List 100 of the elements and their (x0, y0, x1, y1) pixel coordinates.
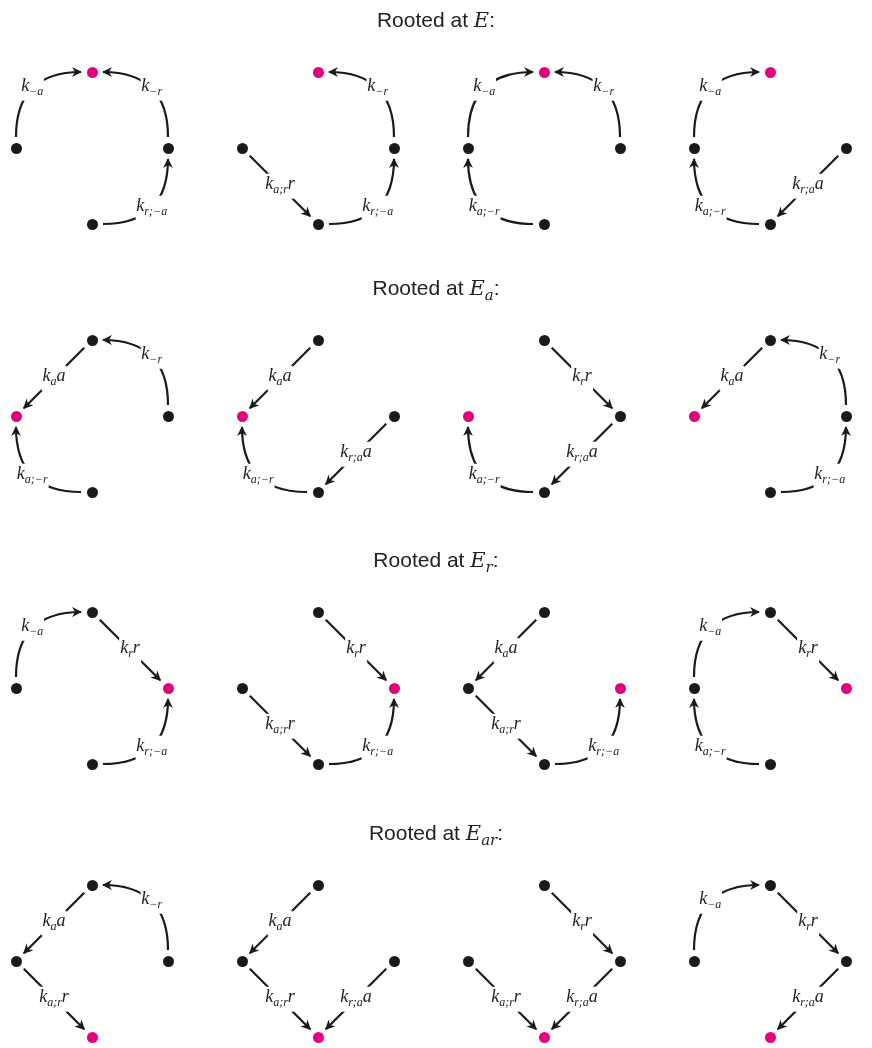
edge-label: k$_{r;a}$a (565, 441, 599, 467)
state-dot (462, 955, 474, 967)
edge-label: k$_{r;a}$a (791, 173, 825, 199)
state-dot (764, 758, 776, 770)
state-dot (840, 142, 852, 154)
edge-label: k$_{r}$r (571, 910, 593, 936)
edge-label: k$_{−a}$ (698, 615, 723, 641)
state-dot (86, 486, 98, 498)
state-dot (162, 955, 174, 967)
root-dot (388, 682, 400, 694)
section-heading: Rooted at E$_{ar}$: (368, 821, 504, 850)
root-dot (462, 410, 474, 422)
edge-label: k$_{r;a}$a (339, 986, 373, 1012)
state-dot (538, 486, 550, 498)
edge-label: k$_{a;−r}$ (693, 735, 727, 761)
edge-label: k$_{−r}$ (366, 75, 390, 101)
root-dot (312, 66, 324, 78)
edge-label: k$_{r;−a}$ (361, 735, 395, 761)
edge-label: k$_{−r}$ (140, 75, 164, 101)
edge-label: k$_{r}$r (797, 910, 819, 936)
section-heading: Rooted at E: (376, 8, 496, 32)
edge-label: k$_{−a}$ (472, 75, 497, 101)
edge-label: k$_{r;a}$a (339, 441, 373, 467)
state-dot (538, 758, 550, 770)
state-dot (86, 334, 98, 346)
edge-label: k$_{r;−a}$ (813, 463, 847, 489)
state-dot (388, 955, 400, 967)
root-dot (840, 682, 852, 694)
state-dot (688, 142, 700, 154)
state-dot (538, 218, 550, 230)
root-dot (236, 410, 248, 422)
state-dot (312, 758, 324, 770)
section-heading: Rooted at E$_{a}$: (372, 276, 500, 305)
state-dot (538, 334, 550, 346)
state-dot (614, 410, 626, 422)
edge-label: k$_{a;−r}$ (15, 463, 49, 489)
edge-label: k$_{r;−a}$ (135, 195, 169, 221)
state-dot (236, 682, 248, 694)
edge-label: k$_{r;−a}$ (587, 735, 621, 761)
state-dot (764, 218, 776, 230)
state-dot (764, 486, 776, 498)
state-dot (236, 955, 248, 967)
edge-label: k$_{a;r}$r (490, 713, 522, 739)
state-dot (86, 879, 98, 891)
state-dot (312, 606, 324, 618)
edge-label: k$_{r}$r (571, 365, 593, 391)
edge-label: k$_{a;r}$r (264, 986, 296, 1012)
section-heading: Rooted at E$_{r}$: (373, 548, 499, 577)
edge-label: k$_{r;a}$a (565, 986, 599, 1012)
edge-label: k$_{−a}$ (698, 888, 723, 914)
state-dot (764, 606, 776, 618)
state-dot (86, 218, 98, 230)
state-dot (312, 334, 324, 346)
root-dot (86, 66, 98, 78)
state-dot (162, 142, 174, 154)
root-dot (538, 1031, 550, 1043)
edge-label: k$_{r}$r (119, 637, 141, 663)
edge-label: k$_{a;r}$r (264, 713, 296, 739)
state-dot (764, 879, 776, 891)
state-dot (236, 142, 248, 154)
edge-label: k$_{a;r}$r (38, 986, 70, 1012)
root-dot (764, 66, 776, 78)
edge-label: k$_{a;r}$r (490, 986, 522, 1012)
state-dot (388, 410, 400, 422)
state-dot (614, 142, 626, 154)
root-dot (312, 1031, 324, 1043)
state-dot (688, 682, 700, 694)
edge-label: k$_{r;−a}$ (135, 735, 169, 761)
edge-label: k$_{−a}$ (20, 75, 45, 101)
state-dot (10, 142, 22, 154)
edge-label: k$_{a;−r}$ (693, 195, 727, 221)
state-dot (462, 142, 474, 154)
edge-label: k$_{a;−r}$ (467, 195, 501, 221)
edge-label: k$_{a;r}$r (264, 173, 296, 199)
edge-label: k$_{r}$r (345, 637, 367, 663)
root-dot (86, 1031, 98, 1043)
state-dot (86, 606, 98, 618)
root-dot (10, 410, 22, 422)
edge-label: k$_{a}$a (267, 365, 293, 391)
state-dot (538, 606, 550, 618)
state-dot (312, 218, 324, 230)
edge-label: k$_{a}$a (41, 365, 67, 391)
state-dot (688, 955, 700, 967)
edge-label: k$_{−r}$ (140, 343, 164, 369)
edge-label: k$_{−r}$ (140, 888, 164, 914)
state-dot (86, 758, 98, 770)
state-dot (162, 410, 174, 422)
edge-label: k$_{r}$r (797, 637, 819, 663)
state-dot (312, 486, 324, 498)
edge-label: k$_{r;−a}$ (361, 195, 395, 221)
state-dot (10, 682, 22, 694)
edge-label: k$_{a}$a (267, 910, 293, 936)
state-dot (614, 955, 626, 967)
root-dot (764, 1031, 776, 1043)
edge-label: k$_{a;−r}$ (241, 463, 275, 489)
state-dot (388, 142, 400, 154)
state-dot (538, 879, 550, 891)
state-dot (840, 955, 852, 967)
state-dot (10, 955, 22, 967)
edge-label: k$_{a}$a (719, 365, 745, 391)
